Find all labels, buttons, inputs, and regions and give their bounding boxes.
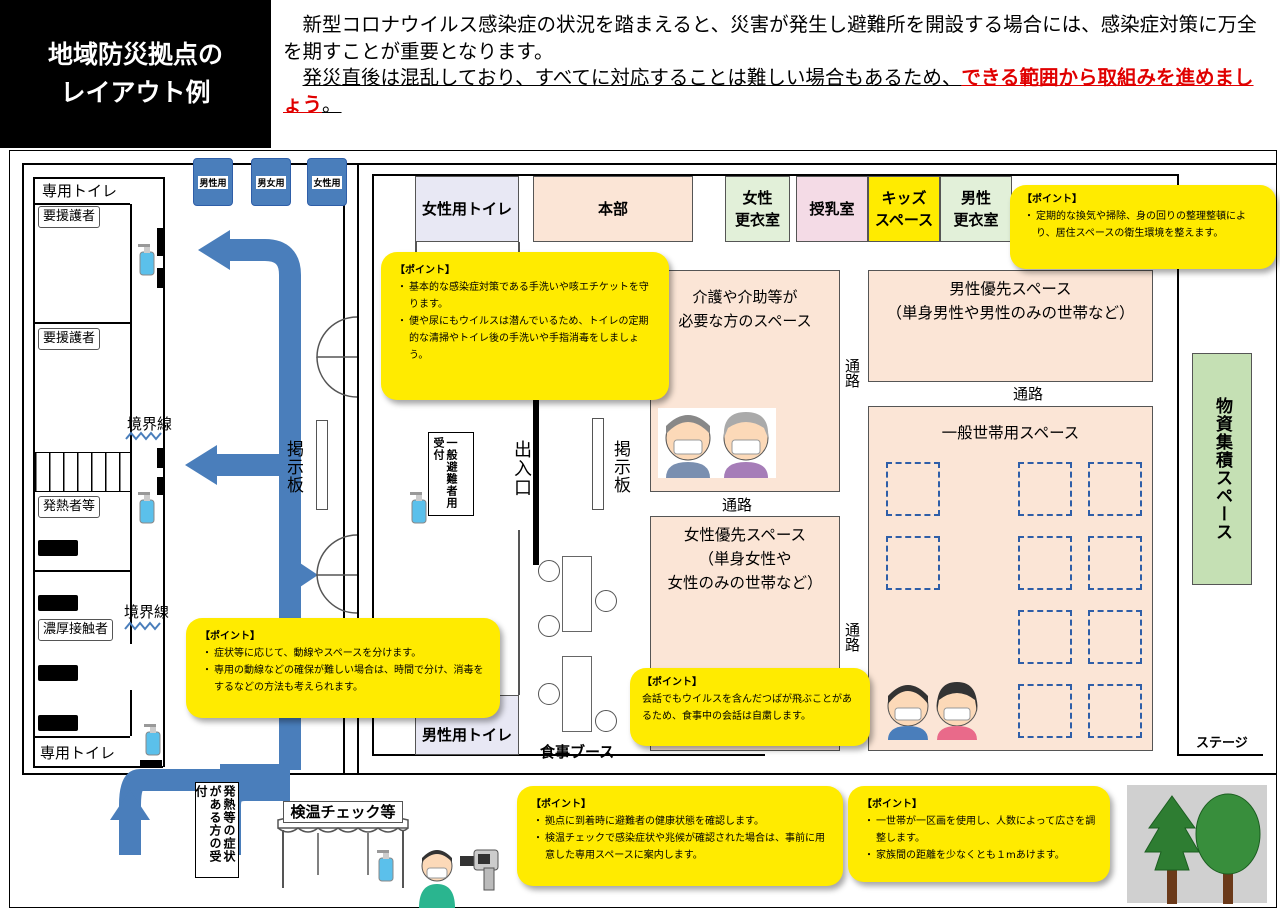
kids-space: キッズ スペース xyxy=(868,176,940,242)
couple-masked-people-icon xyxy=(887,682,978,740)
nursing-room: 授乳室 xyxy=(796,176,868,242)
path-label-4: 通路 xyxy=(843,622,861,652)
boundary-line-label-2: 境界線 xyxy=(124,603,170,621)
dining-booth-label: 食事ブース xyxy=(540,743,615,761)
bed-icon xyxy=(38,665,78,681)
point-item: 検温チェックで感染症状や兆候が確認された場合は、事前に用意した専用スペースに案内… xyxy=(533,830,829,864)
highlight-text: できる範囲から取組みを進めましょう xyxy=(283,66,1254,116)
point-item: 一世帯が一区画を使用し、人数によって広さを調整します。 xyxy=(864,813,1096,847)
fever-label: 発熱者等 xyxy=(38,496,101,518)
point-item: 便や尿にもウイルスは潜んでいるため、トイレの定期的な清掃やトイレ後の手洗いや手指… xyxy=(397,313,655,364)
flow-arrows xyxy=(110,230,318,855)
bed-icon xyxy=(38,540,78,556)
bed-icon xyxy=(38,595,78,611)
path-label-1: 通路 xyxy=(843,358,861,388)
point-item: 基本的な感染症対策である手洗いや咳エチケットを守ります。 xyxy=(397,279,655,313)
household-block xyxy=(886,462,940,516)
point-bubble-ventilation: 【ポイント】 定期的な換気や掃除、身の回りの整理整頓により、居住スペースの衛生環… xyxy=(1010,185,1276,269)
household-block xyxy=(1018,536,1072,590)
point-bubble-separation: 【ポイント】 症状等に応じて、動線やスペースを分けます。 専用の動線などの確保が… xyxy=(186,618,500,718)
left-corridor-building xyxy=(22,163,24,775)
person-wearing-mask-icon xyxy=(419,850,455,908)
hand-sanitizer-icon xyxy=(144,724,161,756)
intro-paragraph-1: 新型コロナウイルス感染症の状況を踏まえると、災害が発生し避難所を開設する場合には… xyxy=(283,13,1257,63)
portable-toilet-icon: 男性用 xyxy=(193,158,233,206)
portable-toilet-icon: 女性用 xyxy=(307,158,347,206)
household-block xyxy=(1088,684,1142,738)
chair xyxy=(538,560,560,582)
stairs xyxy=(35,452,130,492)
thermometer-gun-icon xyxy=(460,849,499,891)
dining-table xyxy=(562,656,592,732)
care-needed-label-1: 要援護者 xyxy=(38,206,101,228)
hand-sanitizer-icon xyxy=(377,850,394,882)
tree-icon xyxy=(1144,793,1261,904)
household-block xyxy=(1088,610,1142,664)
boundary-zigzag-2 xyxy=(124,621,161,631)
supplies-space: 物資集積スペース xyxy=(1192,353,1252,585)
mens-changing-room: 男性 更衣室 xyxy=(940,176,1012,242)
hand-sanitizer-icon xyxy=(138,492,155,524)
point-item: 定期的な換気や掃除、身の回りの整理整頓により、居住スペースの衛生環境を整えます。 xyxy=(1024,208,1264,242)
bed-icon xyxy=(38,715,78,731)
symptom-reception: 発熱等の症状がある方の受付 xyxy=(194,782,239,878)
general-reception xyxy=(428,432,474,516)
elderly-masked-people-icon xyxy=(658,408,776,478)
hand-sanitizer-icon xyxy=(138,244,155,276)
chair xyxy=(595,590,617,612)
womens-toilet: 女性用トイレ xyxy=(415,176,519,242)
point-bubble-dining: 【ポイント】 会話でもウイルスを含んだつばが飛ぶことがあるため、食事中の会話は自… xyxy=(630,668,870,746)
household-block xyxy=(1088,536,1142,590)
womens-changing-room: 女性 更衣室 xyxy=(725,176,790,242)
chair xyxy=(538,615,560,637)
headquarters: 本部 xyxy=(533,176,693,242)
point-item: 拠点に到着時に避難者の健康状態を確認します。 xyxy=(533,813,829,830)
entrance-doors xyxy=(316,316,358,614)
path-label-2: 通路 xyxy=(1013,385,1044,403)
bulletin-board-left: 掲示板 xyxy=(283,440,303,494)
path-label-3: 通路 xyxy=(722,496,753,514)
household-block xyxy=(1088,462,1142,516)
intro-text: 新型コロナウイルス感染症の状況を踏まえると、災害が発生し避難所を開設する場合には… xyxy=(283,12,1273,118)
household-block xyxy=(1018,684,1072,738)
point-item: 専用の動線などの確保が難しい場合は、時間で分け、消毒をするなどの方法も考えられま… xyxy=(202,662,486,696)
chair xyxy=(595,710,617,732)
household-block xyxy=(1018,462,1072,516)
entrance-label: 出入口 xyxy=(511,440,532,497)
close-contact-label: 濃厚接触者 xyxy=(38,619,114,641)
chair xyxy=(538,683,560,705)
intro-paragraph-2: 発災直後は混乱しており、すべてに対応することは難しい場合もあるため、できる範囲か… xyxy=(283,66,1254,116)
hand-sanitizer-icon xyxy=(410,492,427,524)
point-item: 家族間の距離を少なくとも１mあけます。 xyxy=(864,847,1096,864)
dedicated-toilet-top: 専用トイレ xyxy=(42,182,118,200)
bulletin-board-hall: 掲示板 xyxy=(610,440,630,494)
household-block xyxy=(886,536,940,590)
care-needed-label-2: 要援護者 xyxy=(38,328,101,350)
point-bubble-health-check: 【ポイント】 拠点に到着時に避難者の健康状態を確認します。 検温チェックで感染症… xyxy=(517,786,843,886)
temperature-check-label: 検温チェック等 xyxy=(283,801,403,823)
boundary-line-label-1: 境界線 xyxy=(127,415,173,433)
dining-table xyxy=(562,556,592,632)
boundary-zigzag-1 xyxy=(125,431,162,441)
portable-toilet-icon: 男女用 xyxy=(251,158,291,206)
point-item: 会話でもウイルスを含んだつばが飛ぶことがあるため、食事中の会話は自粛します。 xyxy=(642,694,852,722)
page-title: 地域防災拠点の レイアウト例 xyxy=(0,0,271,148)
point-item: 症状等に応じて、動線やスペースを分けます。 xyxy=(202,645,486,662)
stage-label: ステージ xyxy=(1196,736,1248,751)
household-block xyxy=(1018,610,1072,664)
men-priority-space: 男性優先スペース （単身男性や男性のみの世帯など） xyxy=(868,270,1153,382)
dedicated-toilet-bottom: 専用トイレ xyxy=(40,744,116,762)
point-bubble-hygiene: 【ポイント】 基本的な感染症対策である手洗いや咳エチケットを守ります。 便や尿に… xyxy=(381,252,669,400)
point-bubble-family-space: 【ポイント】 一世帯が一区画を使用し、人数によって広さを調整します。 家族間の距… xyxy=(848,786,1110,882)
